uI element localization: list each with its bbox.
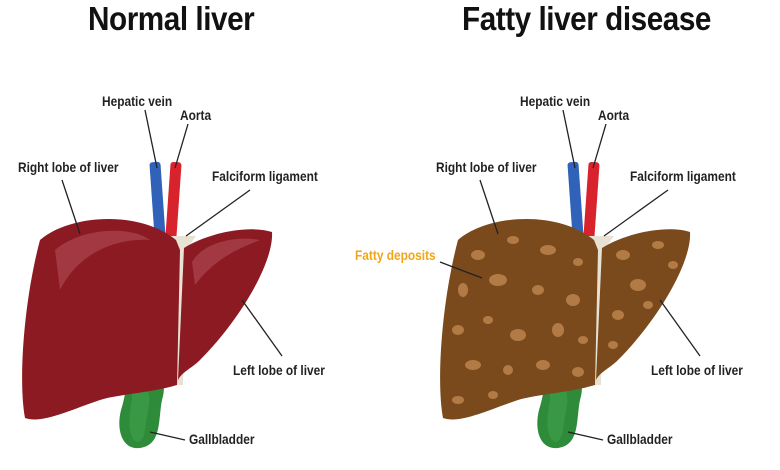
fat-deposit-spot: [483, 316, 493, 324]
normal-liver-title: Normal liver: [88, 0, 255, 37]
label-aorta: Aorta: [180, 107, 212, 123]
fat-deposit-spot: [488, 391, 498, 399]
fat-deposit-spot: [540, 245, 556, 255]
label-hepatic-vein: Hepatic vein: [102, 93, 173, 109]
fatty-liver-title: Fatty liver disease: [462, 0, 711, 37]
fat-deposit-spot: [608, 341, 618, 349]
label-left-lobe-fatty: Left lobe of liver: [651, 362, 743, 378]
label-gallbladder-fatty: Gallbladder: [607, 431, 673, 447]
fat-deposit-spot: [668, 261, 678, 269]
fat-deposit-spot: [630, 279, 646, 291]
fat-deposit-spot: [612, 310, 624, 320]
fat-deposit-spot: [510, 329, 526, 341]
fat-deposit-spot: [458, 283, 468, 297]
leader-lines: [61, 109, 701, 441]
fat-deposit-spot: [616, 250, 630, 260]
label-right-lobe: Right lobe of liver: [18, 159, 119, 175]
fat-deposit-spot: [572, 367, 584, 377]
fatty-deposits-spots: [452, 236, 678, 404]
fat-deposit-spot: [507, 236, 519, 244]
label-falciform-ligament-fatty: Falciform ligament: [630, 168, 736, 184]
fat-deposit-spot: [566, 294, 580, 306]
fat-deposit-spot: [652, 241, 664, 249]
fat-deposit-spot: [643, 301, 653, 309]
fat-deposit-spot: [532, 285, 544, 295]
fat-deposit-spot: [552, 323, 564, 337]
fat-deposit-spot: [489, 274, 507, 286]
label-falciform-ligament: Falciform ligament: [212, 168, 318, 184]
label-gallbladder: Gallbladder: [189, 431, 255, 447]
fat-deposit-spot: [471, 250, 485, 260]
label-fatty-deposits: Fatty deposits: [355, 247, 436, 263]
fat-deposit-spot: [536, 360, 550, 370]
fat-deposit-spot: [452, 396, 464, 404]
fat-deposit-spot: [503, 365, 513, 375]
label-right-lobe-fatty: Right lobe of liver: [436, 159, 537, 175]
normal-liver: [22, 161, 273, 449]
fat-deposit-spot: [578, 336, 588, 344]
fat-deposit-spot: [452, 325, 464, 335]
fatty-liver: [440, 161, 691, 449]
label-left-lobe: Left lobe of liver: [233, 362, 325, 378]
label-hepatic-vein-fatty: Hepatic vein: [520, 93, 591, 109]
fatty-right-lobe: [440, 218, 598, 420]
label-aorta-fatty: Aorta: [598, 107, 630, 123]
fat-deposit-spot: [465, 360, 481, 370]
fat-deposit-spot: [573, 258, 583, 266]
